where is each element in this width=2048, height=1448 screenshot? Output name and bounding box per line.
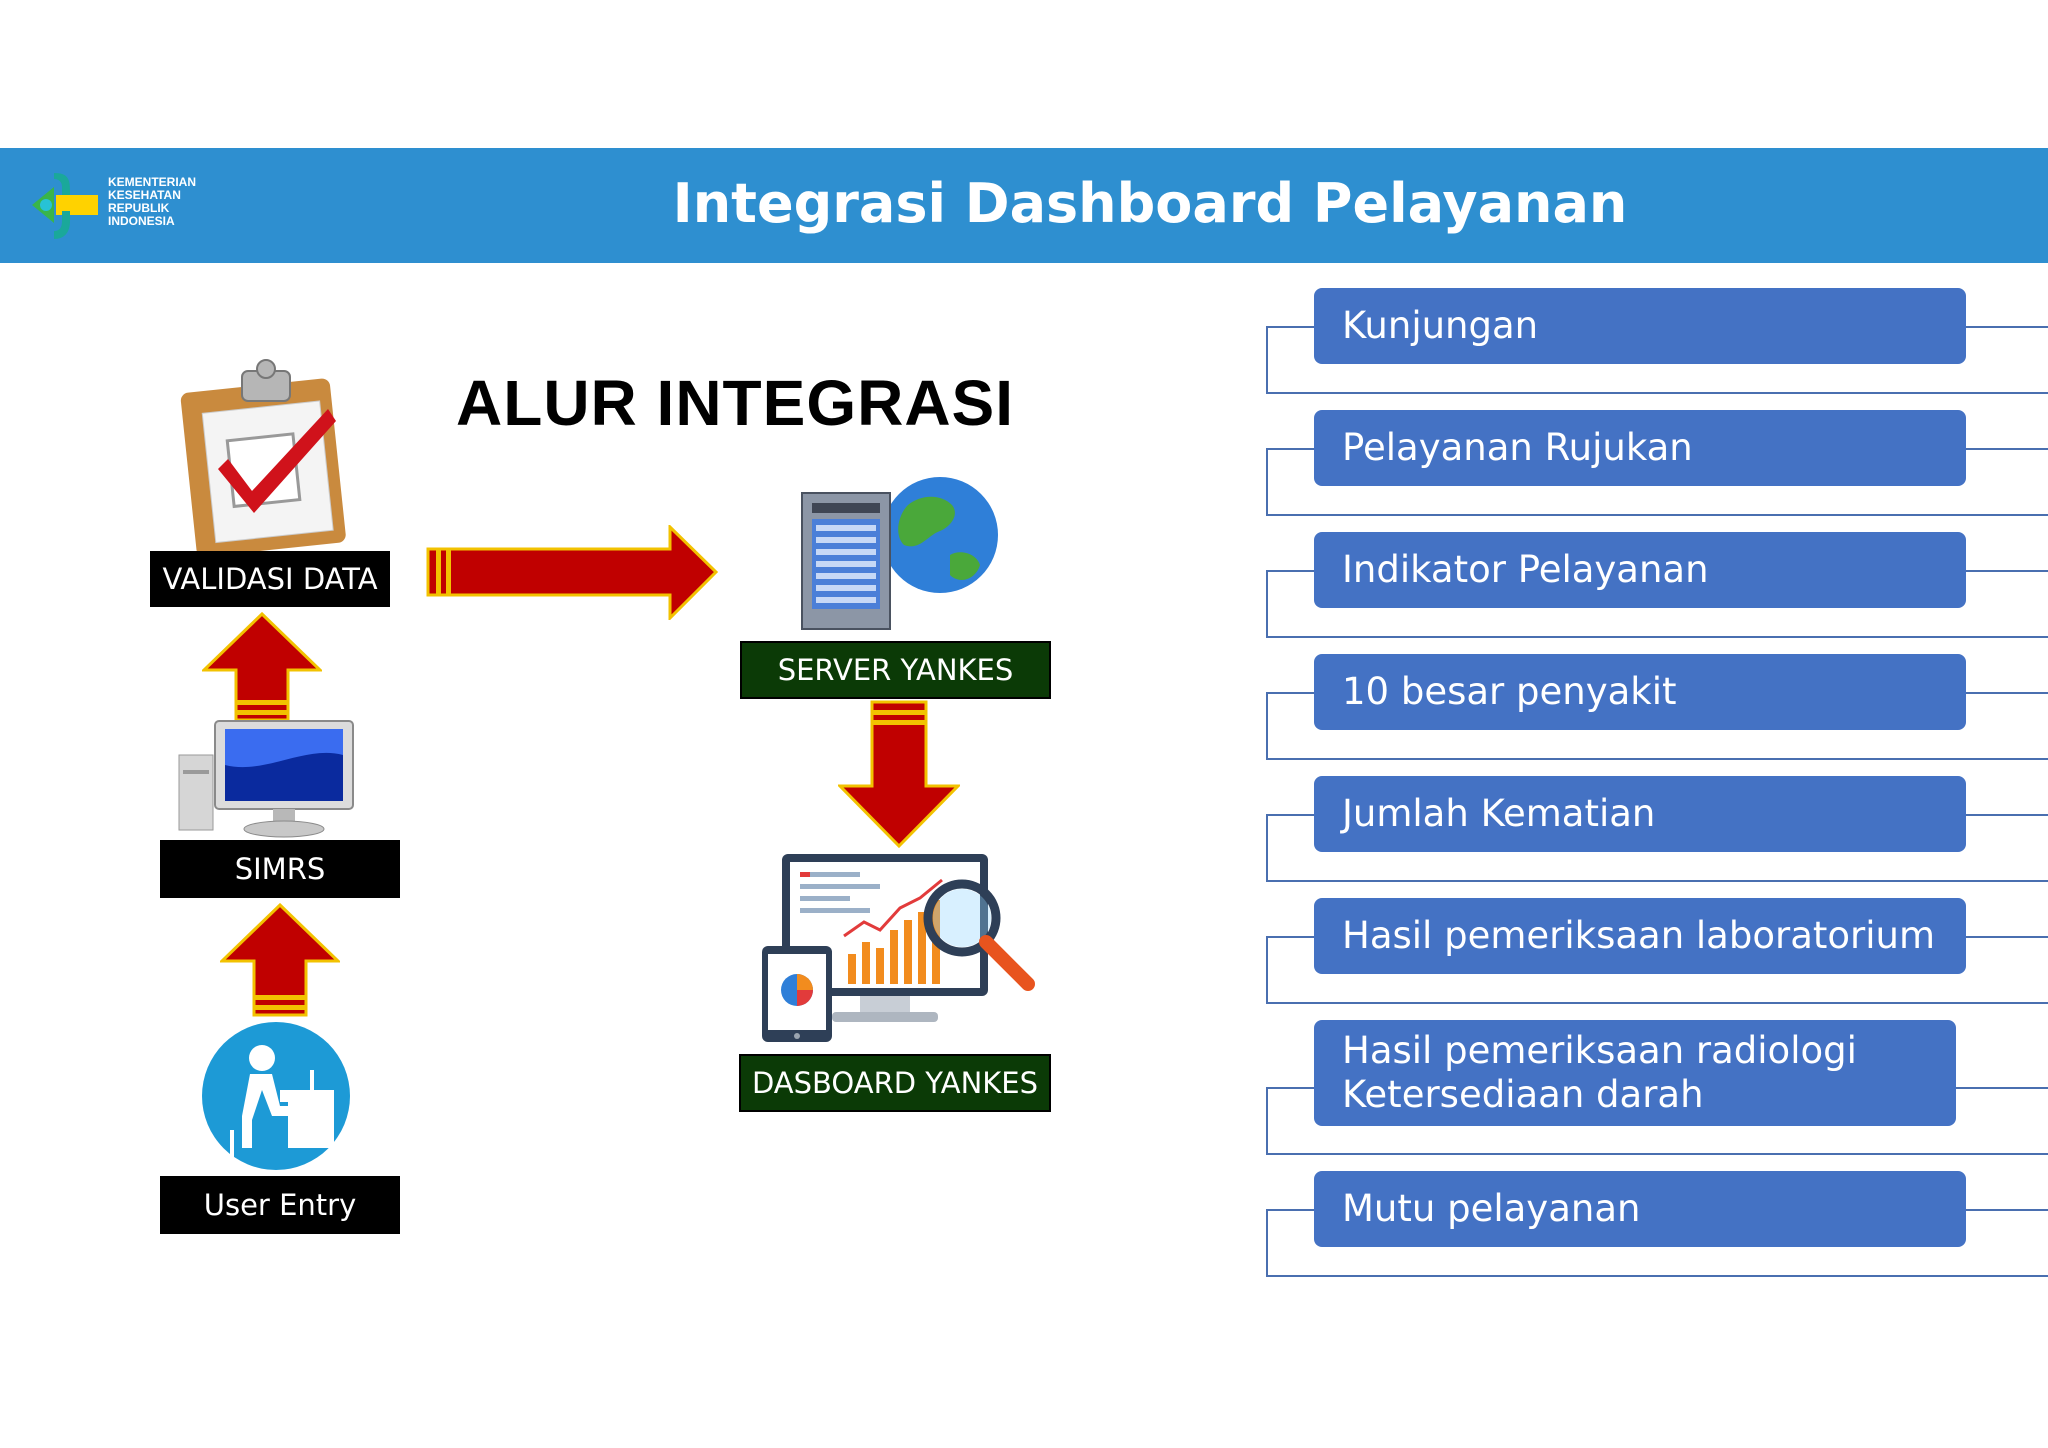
item-tail	[1956, 1087, 2048, 1089]
dashboard-item[interactable]: Indikator Pelayanan	[1314, 532, 1966, 608]
validasi-data-label: VALIDASI DATA	[150, 551, 390, 607]
dashboard-item-label: Kunjungan	[1342, 304, 1539, 347]
item-tail	[1966, 1209, 2048, 1211]
dashboard-item-label: Pelayanan Rujukan	[1342, 426, 1693, 469]
dashboard-item-label: Indikator Pelayanan	[1342, 548, 1709, 591]
item-tail	[1966, 692, 2048, 694]
dashboard-item[interactable]: Hasil pemeriksaan radiologi Ketersediaan…	[1314, 1020, 1956, 1126]
flow-heading: ALUR INTEGRASI	[456, 367, 1014, 439]
page-title: Integrasi Dashboard Pelayanan	[672, 172, 1628, 235]
kemenkes-logo-icon	[32, 173, 98, 239]
user-entry-label: User Entry	[160, 1176, 400, 1234]
dashboard-item[interactable]: Hasil pemeriksaan laboratorium	[1314, 898, 1966, 974]
server-yankes-label: SERVER YANKES	[740, 641, 1051, 699]
dasboard-yankes-label: DASBOARD YANKES	[739, 1054, 1051, 1112]
header-bar	[0, 148, 2048, 263]
item-tail	[1966, 570, 2048, 572]
logo-line: REPUBLIK	[108, 201, 170, 215]
item-tail	[1966, 814, 2048, 816]
dashboard-item[interactable]: Jumlah Kematian	[1314, 776, 1966, 852]
dashboard-item-label: Hasil pemeriksaan laboratorium	[1342, 914, 1935, 957]
dashboard-chart-icon	[762, 854, 1035, 1042]
item-connector	[1266, 326, 1314, 328]
simrs-label: SIMRS	[160, 840, 400, 898]
logo-line: INDONESIA	[108, 214, 175, 228]
arrow-up-icon	[202, 612, 322, 722]
logo-text: KEMENTERIAN KESEHATAN REPUBLIK INDONESIA	[108, 176, 228, 228]
dashboard-item[interactable]: 10 besar penyakit	[1314, 654, 1966, 730]
item-tail	[1966, 448, 2048, 450]
dashboard-item-label: Jumlah Kematian	[1342, 792, 1656, 835]
dashboard-item-label: 10 besar penyakit	[1342, 670, 1677, 713]
clipboard-check-icon	[180, 359, 346, 555]
dashboard-item[interactable]: Mutu pelayanan	[1314, 1171, 1966, 1247]
user-at-desk-icon	[202, 1022, 350, 1170]
logo-line: KEMENTERIAN	[108, 175, 197, 189]
arrow-down-icon	[838, 700, 960, 848]
dashboard-item-label: Ketersediaan darah	[1342, 1073, 1704, 1116]
item-tail	[1966, 326, 2048, 328]
computer-monitor-icon	[178, 720, 354, 838]
item-tail	[1966, 936, 2048, 938]
dashboard-item-label: Mutu pelayanan	[1342, 1187, 1641, 1230]
arrow-right-icon	[426, 525, 718, 620]
dashboard-item[interactable]: Pelayanan Rujukan	[1314, 410, 1966, 486]
arrow-up-icon	[220, 903, 340, 1017]
logo-line: KESEHATAN	[108, 188, 181, 202]
dashboard-item-label: Hasil pemeriksaan radiologi	[1342, 1029, 1857, 1072]
server-globe-icon	[801, 477, 998, 630]
dashboard-item[interactable]: Kunjungan	[1314, 288, 1966, 364]
